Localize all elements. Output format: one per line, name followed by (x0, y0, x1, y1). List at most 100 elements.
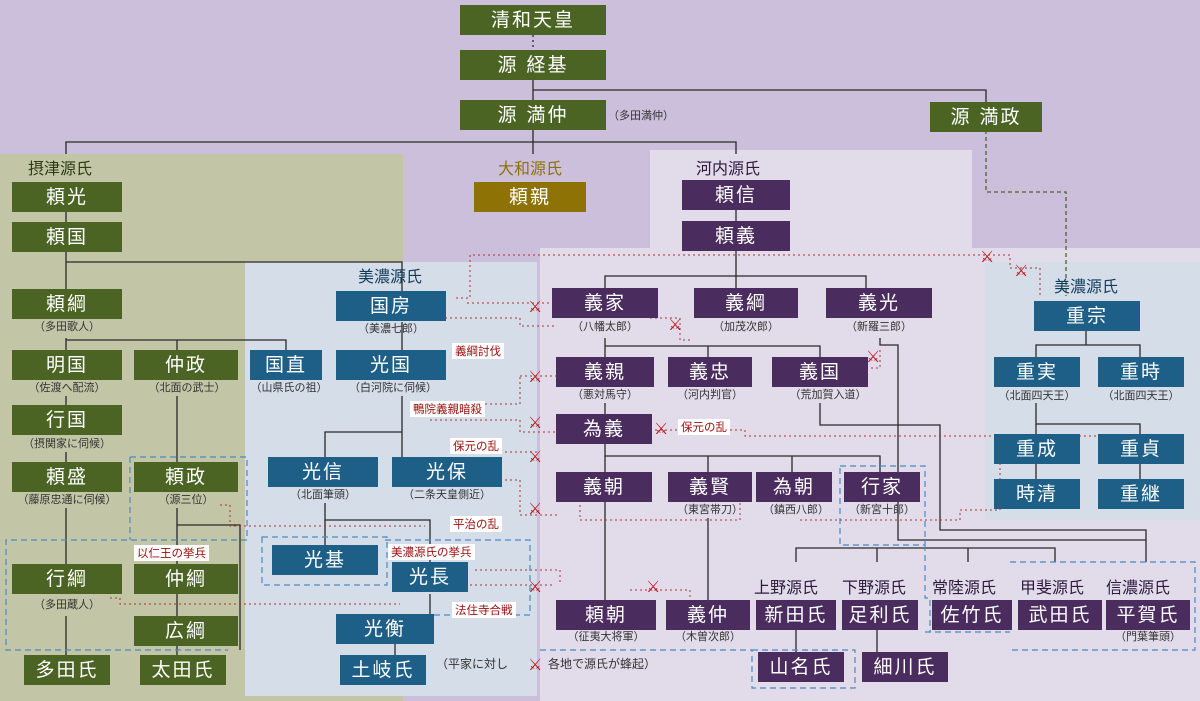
node-toki[interactable]: 土岐氏 (340, 655, 426, 685)
event-kamoin-assassination: 鴨院義親暗殺 (410, 401, 485, 417)
node-yukiie[interactable]: 行家 (844, 472, 920, 502)
kai-label: 甲斐源氏 (1020, 578, 1085, 597)
node-tsunemoto[interactable]: 源 経基 (460, 50, 606, 80)
node-yorimasa[interactable]: 頼政 (134, 462, 238, 492)
node-yoritsuna[interactable]: 頼綱 (12, 289, 122, 319)
node-mitsumoto[interactable]: 光基 (272, 545, 378, 575)
node-yoshitomo[interactable]: 義朝 (556, 472, 652, 502)
node-shigesada[interactable]: 重貞 (1098, 434, 1184, 464)
yoshimitsu-note: （新羅三郎） (846, 320, 912, 333)
crossed-swords-icon: ⚔ (528, 655, 542, 674)
node-shigetoki[interactable]: 重時 (1098, 357, 1184, 387)
node-yorinobu[interactable]: 頼信 (682, 180, 790, 210)
node-yorichika[interactable]: 頼親 (474, 182, 586, 212)
node-yoshitsuna[interactable]: 義綱 (694, 288, 798, 318)
node-yoritomo[interactable]: 頼朝 (556, 600, 656, 630)
crossed-swords-icon: ⚔ (528, 413, 542, 432)
node-akikuni[interactable]: 明国 (12, 350, 122, 380)
node-mitsunobu[interactable]: 光信 (268, 457, 378, 487)
node-yoriyoshi[interactable]: 頼義 (682, 221, 790, 251)
nakamasa-note: （北面の武士） (148, 381, 226, 394)
node-tokikiyo[interactable]: 時清 (994, 479, 1080, 509)
event-mochihito: 以仁王の挙兵 (134, 545, 209, 561)
node-hosokawa[interactable]: 細川氏 (862, 652, 948, 682)
crossed-swords-icon: ⚔ (528, 367, 542, 386)
crossed-swords-icon: ⚔ (646, 577, 660, 596)
event-hojuji: 法住寺合戦 (452, 602, 516, 618)
node-shigemune[interactable]: 重宗 (1034, 301, 1140, 331)
mino2-label: 美濃源氏 (1054, 277, 1119, 296)
node-mitsunaka[interactable]: 源 満仲 (460, 100, 606, 130)
node-yoshimitsu[interactable]: 義光 (826, 288, 932, 318)
mitsunaka-note: （多田満仲） (608, 109, 674, 122)
mino-label: 美濃源氏 (358, 267, 423, 286)
node-mitsukuni[interactable]: 光国 (336, 350, 446, 380)
node-hirotsuna[interactable]: 広綱 (134, 616, 238, 646)
node-yoshikuni[interactable]: 義国 (772, 357, 868, 387)
footer-note-left: （平家に対し (436, 657, 509, 671)
node-mitsuyasu[interactable]: 光保 (392, 457, 502, 487)
node-yukikuni[interactable]: 行国 (12, 405, 122, 435)
kunifusa-note: （美濃七郎） (358, 322, 424, 335)
node-mitsumasa[interactable]: 源 満政 (930, 102, 1042, 132)
hiraga-note: （門葉筆頭） (1115, 630, 1181, 643)
crossed-swords-icon: ⚔ (528, 577, 542, 596)
yoshitada-note: （河内判官） (677, 388, 743, 401)
shigezane-note: （北面四天王） (998, 389, 1076, 402)
node-ota[interactable]: 太田氏 (140, 655, 226, 685)
node-nitta[interactable]: 新田氏 (756, 600, 836, 630)
yamato-label: 大和源氏 (498, 159, 563, 178)
node-yoshinaka[interactable]: 義仲 (666, 600, 750, 630)
yorimori-note: （藤原忠通に伺候） (17, 493, 117, 506)
hitachi-label: 常陸源氏 (932, 578, 997, 597)
node-takeda[interactable]: 武田氏 (1018, 600, 1102, 630)
node-kuninao[interactable]: 国直 (250, 350, 322, 380)
node-tada[interactable]: 多田氏 (24, 655, 110, 685)
node-nakamasa[interactable]: 仲政 (134, 350, 238, 380)
node-yoshiie[interactable]: 義家 (552, 288, 658, 318)
yoshikata-note: （東宮帯刀） (677, 503, 743, 516)
kawachi-label: 河内源氏 (696, 159, 761, 178)
yukiie-note: （新宮十郎） (849, 503, 915, 516)
yoshitsuna-note: （加茂次郎） (713, 320, 779, 333)
node-satake[interactable]: 佐竹氏 (932, 600, 1012, 630)
node-seiwa[interactable]: 清和天皇 (460, 5, 606, 35)
shigetoki-note: （北面四天王） (1102, 389, 1180, 402)
yorimasa-note: （源三位） (158, 493, 214, 506)
event-hogen-left: 保元の乱 (450, 438, 502, 454)
node-yorimitsu[interactable]: 頼光 (12, 182, 122, 212)
node-mitsunaga[interactable]: 光長 (392, 562, 468, 592)
yukikuni-note: （摂関家に伺候） (23, 437, 111, 450)
tametomo-note: （鎮西八郎） (763, 503, 829, 516)
node-yorimori[interactable]: 頼盛 (12, 462, 122, 492)
mitsukuni-note: （白河院に伺候） (349, 381, 437, 394)
node-tameyoshi[interactable]: 為義 (556, 414, 652, 444)
shinano-label: 信濃源氏 (1106, 578, 1171, 597)
node-ashikaga[interactable]: 足利氏 (842, 600, 918, 630)
node-shigenari[interactable]: 重成 (994, 434, 1080, 464)
node-mitsuhira[interactable]: 光衡 (336, 614, 434, 644)
kuninao-note: （山県氏の祖） (250, 381, 328, 394)
node-yamana[interactable]: 山名氏 (758, 652, 844, 682)
footer-note-right: 各地で源氏が蜂起） (548, 657, 657, 671)
shimotsuke-label: 下野源氏 (842, 578, 907, 597)
node-tametomo[interactable]: 為朝 (756, 472, 832, 502)
node-yoshitada[interactable]: 義忠 (668, 357, 752, 387)
mitsuyasu-note: （二条天皇側近） (403, 488, 491, 501)
node-yorikuni[interactable]: 頼国 (12, 222, 122, 252)
yoritomo-note: （征夷大将軍） (567, 630, 645, 643)
crossed-swords-icon: ⚔ (1014, 261, 1028, 280)
node-shigezane[interactable]: 重実 (994, 357, 1080, 387)
node-yoshikata[interactable]: 義賢 (668, 472, 752, 502)
node-hiraga[interactable]: 平賀氏 (1106, 600, 1190, 630)
crossed-swords-icon: ⚔ (528, 499, 542, 518)
node-yoshichika[interactable]: 義親 (556, 357, 654, 387)
crossed-swords-icon: ⚔ (668, 315, 682, 334)
node-yukitsuna[interactable]: 行綱 (12, 564, 122, 594)
node-kunifusa[interactable]: 国房 (336, 291, 446, 321)
yoshichika-note: （悪対馬守） (572, 388, 638, 401)
node-nakatsuna[interactable]: 仲綱 (134, 564, 238, 594)
node-shigetsugu[interactable]: 重継 (1098, 479, 1184, 509)
yoshinaka-note: （木曽次郎） (675, 630, 741, 643)
